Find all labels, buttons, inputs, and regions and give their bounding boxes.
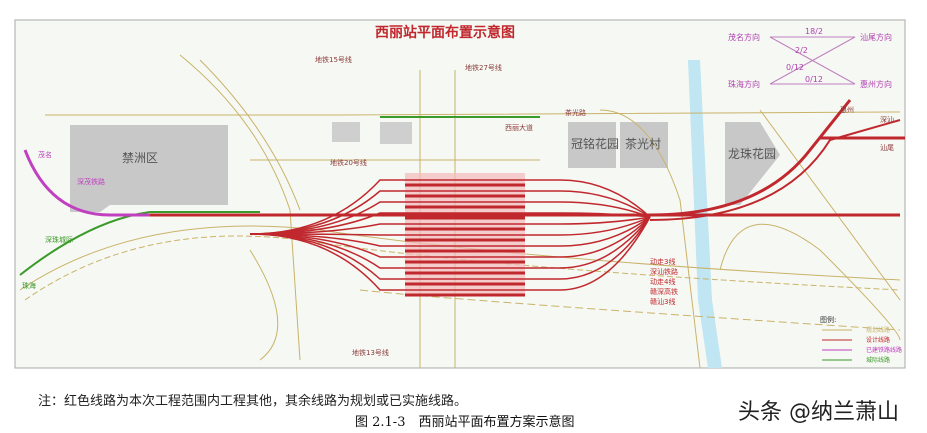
dir-sw: 珠海方向 xyxy=(728,79,760,89)
label-road-top: 茶光路 xyxy=(565,108,586,117)
count-top: 18/2 xyxy=(805,27,823,36)
track xyxy=(249,201,651,235)
label-shenmao: 深茂铁路 xyxy=(77,177,105,186)
block-village xyxy=(620,122,668,168)
line-list-item: 赣汕3线 xyxy=(650,297,675,306)
label-restricted: 禁洲区 xyxy=(122,151,158,165)
dir-ne: 汕尾方向 xyxy=(860,32,892,42)
count-bottom: 0/12 xyxy=(805,75,823,84)
line-list-item: 动走4线 xyxy=(650,277,675,286)
line-list-item: 深汕铁路 xyxy=(650,267,678,276)
legend-label: 城际线路 xyxy=(866,356,890,364)
track-shenshan xyxy=(649,119,901,221)
label-garden-b: 龙珠花园 xyxy=(728,146,776,161)
watermark: 头条 @纳兰萧山 xyxy=(738,400,899,425)
label-metro13: 地铁13号线 xyxy=(352,348,389,357)
track xyxy=(249,216,651,291)
block-garden-a xyxy=(568,122,616,168)
diagram-title: 西丽站平面布置示意图 xyxy=(375,24,515,41)
block-small-2 xyxy=(380,122,412,144)
direction-box: 茂名方向 汕尾方向 珠海方向 惠州方向 18/2 2/2 0/12 0/12 xyxy=(728,27,892,89)
block-small-1 xyxy=(332,122,360,142)
label-intercity: 深珠城际 xyxy=(45,235,73,244)
project-tracks xyxy=(150,179,900,297)
legend-label: 规划线路 xyxy=(866,326,890,334)
label-shenshan: 深汕 xyxy=(880,115,894,124)
label-metro20: 地铁20号线 xyxy=(330,158,367,167)
figure-caption: 图 2.1-3 西丽站平面布置方案示意图 xyxy=(355,415,575,430)
track xyxy=(249,179,651,235)
track xyxy=(249,216,651,269)
line-list-item: 赣深高铁 xyxy=(650,287,678,296)
label-metro15: 地铁15号线 xyxy=(315,55,352,64)
line-list-item: 动走3线 xyxy=(650,257,675,266)
label-road-a: 西丽大道 xyxy=(505,123,533,132)
intercity-line xyxy=(19,211,260,276)
label-huizhou: 惠州 xyxy=(840,105,854,114)
label-maoming: 茂名 xyxy=(38,150,52,159)
planned-lines xyxy=(19,54,901,369)
label-village: 茶光村 xyxy=(625,136,661,151)
track xyxy=(249,190,651,235)
legend-title: 图例: xyxy=(820,315,836,324)
station-area xyxy=(405,173,525,295)
count-diag2: 0/12 xyxy=(786,63,804,72)
shenmao-railway xyxy=(23,149,250,217)
dir-nw: 茂名方向 xyxy=(728,32,760,42)
track xyxy=(249,216,651,247)
label-zhuhai: 珠海 xyxy=(22,281,36,290)
block-restricted xyxy=(70,125,228,212)
label-metro27: 地铁27号线 xyxy=(465,63,502,72)
legend-label: 已建铁路线路 xyxy=(866,346,902,354)
track xyxy=(249,216,651,258)
footnote: 注：红色线路为本次工程范围内工程其他，其余线路为规划或已实施线路。 xyxy=(38,394,468,409)
legend-label: 设计线路 xyxy=(866,336,890,344)
track xyxy=(249,216,651,235)
dir-se: 惠州方向 xyxy=(860,79,892,89)
block-garden-b xyxy=(725,122,780,205)
track-huizhou xyxy=(649,99,852,217)
track xyxy=(249,216,651,236)
label-garden-a: 冠铭花园 xyxy=(571,136,619,151)
track xyxy=(249,216,651,280)
count-diag1: 2/2 xyxy=(795,46,808,55)
label-shanwei: 汕尾 xyxy=(880,143,894,152)
